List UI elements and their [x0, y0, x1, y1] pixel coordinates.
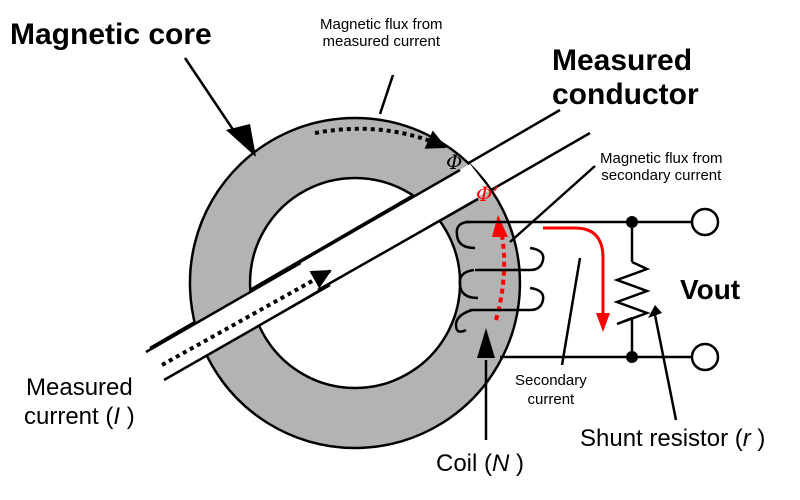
coil-var: N — [492, 450, 510, 477]
measured-conductor-front — [145, 164, 490, 382]
core-pointer-arrowhead — [226, 124, 256, 157]
coil-pointer-arrowhead — [477, 328, 495, 358]
junction-dot-top — [626, 216, 638, 228]
flux-measured-label: Magnetic flux from measured current — [320, 16, 443, 51]
vout-label: Vout — [680, 274, 741, 305]
phi-prime-symbol: Φ’ — [476, 182, 499, 206]
measured-current-line1: Measured — [26, 374, 133, 401]
flux-measured-line2: measured current — [322, 33, 441, 51]
measured-current-prefix: current ( — [24, 402, 114, 430]
flux-measured-arrow — [314, 126, 447, 149]
secondary-current-line1: Secondary — [515, 372, 587, 389]
secondary-current-line2: current — [527, 390, 575, 408]
measured-conductor-line1: Measured — [552, 44, 693, 77]
measured-current-suffix: ) — [120, 402, 135, 430]
shunt-resistor-var: r — [742, 425, 751, 452]
shunt-resistor — [613, 260, 651, 326]
measured-current-arrow — [161, 269, 332, 367]
coil-suffix: ) — [509, 450, 525, 477]
flux-secondary-line2: secondary current — [601, 167, 722, 185]
shunt-resistor-label: Shunt resistor (r ) — [580, 425, 765, 453]
shunt-pointer-arrowhead — [648, 305, 662, 318]
output-circuit — [613, 220, 692, 359]
measured-conductor-line2: conductor — [552, 77, 699, 111]
phi-symbol: Φ — [446, 150, 463, 174]
measured-conductor-label: Measured conductor — [552, 44, 699, 111]
shunt-resistor-prefix: Shunt resistor ( — [580, 425, 743, 452]
junction-dot-bottom — [626, 351, 638, 363]
secondary-current-arrow — [543, 226, 605, 318]
flux-secondary-label: Magnetic flux from secondary current — [600, 150, 723, 185]
coil-windings — [454, 220, 632, 359]
measured-current-line2: current (I ) — [24, 403, 135, 432]
flux-measured-line1: Magnetic flux from — [320, 16, 443, 33]
shunt-resistor-suffix: ) — [750, 425, 766, 452]
secondary-current-label: Secondary current — [515, 372, 587, 410]
magnetic-core-label: Magnetic core — [10, 18, 212, 51]
vout-terminal-top[interactable] — [690, 207, 720, 237]
vout-terminal-bottom[interactable] — [690, 342, 720, 372]
coil-label: Coil (N ) — [436, 450, 524, 478]
measured-current-var: I — [113, 402, 121, 430]
leader-lines — [183, 57, 678, 440]
flux-secondary-line1: Magnetic flux from — [600, 150, 723, 167]
measured-current-label: Measured current (I ) — [24, 374, 135, 432]
coil-prefix: Coil ( — [436, 450, 493, 477]
